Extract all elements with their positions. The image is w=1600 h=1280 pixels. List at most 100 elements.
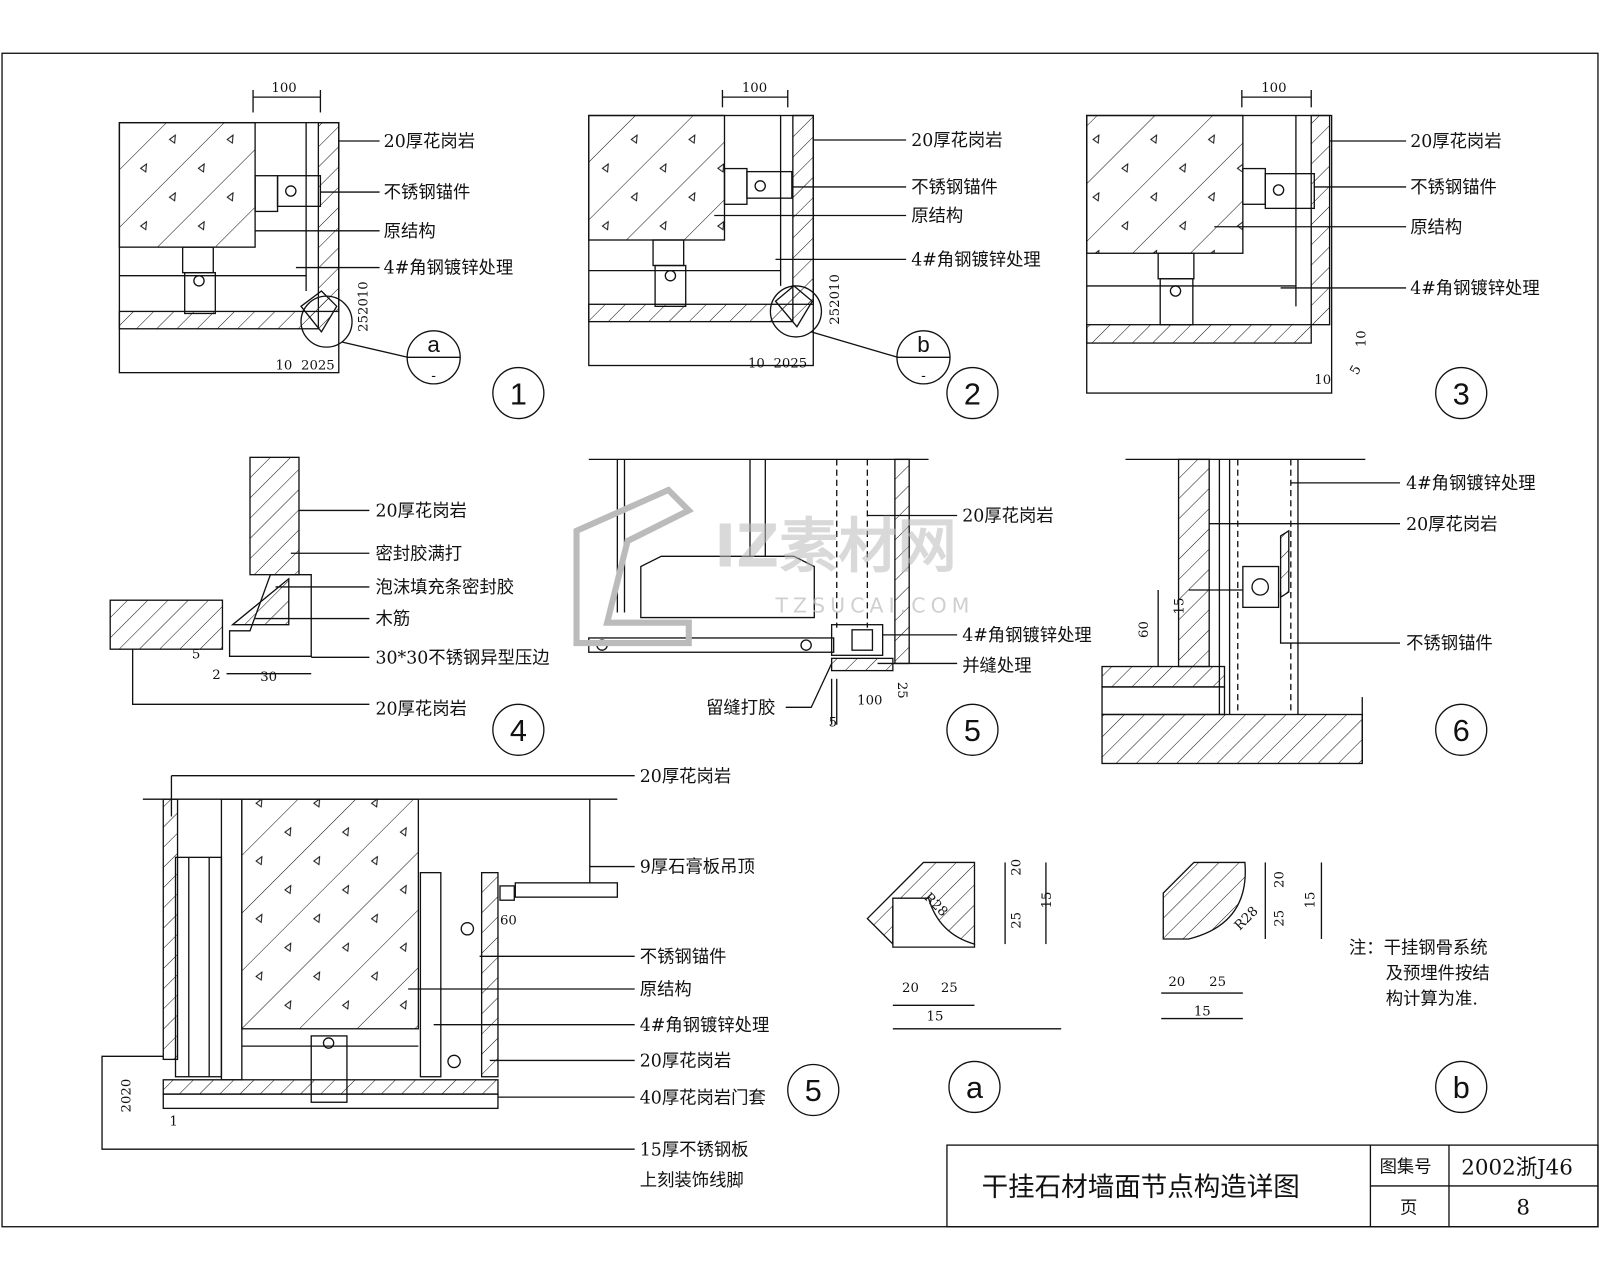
detail-number: 2: [964, 377, 981, 411]
dimension: 5: [1348, 363, 1365, 378]
note-line: 及预埋件按结: [1386, 964, 1490, 984]
dimension: 20: [1273, 871, 1288, 888]
detail-number: 1: [510, 377, 527, 411]
note-line: 构计算为准.: [1386, 989, 1478, 1009]
dimension: 15: [1173, 598, 1188, 615]
dimension: 20: [1168, 975, 1185, 990]
dimension: 10: [276, 359, 293, 374]
dimension: 15: [1040, 891, 1055, 908]
dimension: 5: [192, 647, 200, 662]
callout-label: 4#角钢镀锌处理: [1410, 279, 1540, 299]
callout-label: 4#角钢镀锌处理: [640, 1016, 770, 1036]
dimension: 20: [902, 981, 919, 996]
callout-label: 30*30不锈钢异型压边: [376, 648, 550, 668]
callout-label: 泡沫填充条密封胶: [376, 578, 515, 598]
callout-label: 20厚花岗岩: [640, 767, 731, 787]
callout-label: 不锈钢锚件: [640, 947, 727, 967]
dimension: 100: [1261, 81, 1286, 96]
dimension: 10: [1314, 373, 1331, 388]
callout-label: 不锈钢锚件: [1406, 634, 1493, 654]
page-label: 页: [1400, 1198, 1417, 1218]
drawing-title: 干挂石材墙面节点构造详图: [982, 1172, 1300, 1203]
watermark-text: IZ素材网: [714, 512, 956, 581]
detail-number: 4: [510, 714, 527, 748]
callout-label: 并缝处理: [962, 657, 1031, 677]
dimension: 10: [1354, 330, 1369, 347]
dimension: 100: [857, 693, 882, 708]
detail-ref: a: [427, 332, 440, 357]
dimension: 25: [1273, 910, 1288, 927]
detail-5-top: 20厚花岗岩 4#角钢镀锌处理 并缝处理 留缝打胶 100 25 5 5: [588, 458, 1092, 756]
dimension: 25: [1209, 975, 1226, 990]
dimension: 1: [169, 1115, 177, 1130]
dimension: 5: [829, 716, 837, 731]
detail-b: R28 20 25 15 20 25 15 b: [1161, 861, 1488, 1114]
detail-number: 6: [1453, 714, 1470, 748]
dimension: 30: [260, 670, 277, 685]
callout-label: 密封胶满打: [376, 544, 463, 564]
dimension: 2: [212, 668, 220, 683]
dimension: 10: [748, 357, 765, 372]
callout-label: 原结构: [1410, 218, 1462, 238]
original-structure: [118, 121, 256, 248]
callout-label: 20厚花岗岩: [962, 507, 1053, 527]
dimension: 60: [1137, 621, 1152, 638]
note: 注：干挂钢骨系统 及预埋件按结 构计算为准.: [1349, 938, 1490, 1009]
watermark-url: TZSUCAI.COM: [775, 593, 975, 617]
callout-label: 木筋: [376, 610, 411, 630]
detail-5-bottom: 20厚花岗岩 9厚石膏板吊顶 不锈钢锚件 原结构 4#角钢镀锌处理 20厚花岗岩…: [101, 767, 840, 1191]
dimension: 25: [894, 682, 909, 699]
callout-label: 不锈钢锚件: [911, 178, 998, 198]
page-number: 8: [1516, 1195, 1530, 1220]
callout-label: 上刻装饰线脚: [640, 1171, 744, 1191]
detail-6: 4#角钢镀锌处理 20厚花岗岩 不锈钢锚件 60 15 6: [1101, 458, 1536, 765]
callout-label: 原结构: [384, 222, 436, 242]
callout-label: 4#角钢镀锌处理: [384, 259, 514, 279]
callout-label: 20厚花岗岩: [911, 131, 1002, 151]
callout-label: 原结构: [911, 207, 963, 227]
atlas-number: 2002浙J46: [1461, 1156, 1573, 1181]
detail-number: a: [966, 1071, 984, 1105]
granite-panel: [317, 121, 340, 313]
dimension: 15: [1194, 1005, 1211, 1020]
dimension: 25: [1009, 912, 1024, 929]
dimension: 20: [1009, 859, 1024, 876]
detail-2: 100 10 2025 252010 20厚花岗岩 不锈钢锚件 原结构 4#角钢…: [588, 81, 1041, 420]
callout-label: 原结构: [640, 980, 692, 1000]
dimension: 2025: [773, 357, 807, 372]
callout-label: 20厚花岗岩: [640, 1052, 731, 1072]
callout-label: 20厚花岗岩: [384, 132, 475, 152]
dimension: 100: [742, 81, 767, 96]
dimension: 2020: [120, 1079, 135, 1113]
callout-label: 4#角钢镀锌处理: [962, 626, 1092, 646]
callout-label: 40厚花岗岩门套: [640, 1088, 766, 1108]
dimension: 15: [927, 1010, 944, 1025]
note-line: 注：干挂钢骨系统: [1349, 938, 1488, 958]
callout-label: 20厚花岗岩: [376, 502, 467, 522]
callout-label: 不锈钢锚件: [384, 183, 471, 203]
sheet-border: [1, 52, 1599, 1228]
atlas-label: 图集号: [1380, 1158, 1432, 1178]
callout-label: 9厚石膏板吊顶: [640, 857, 755, 878]
detail-a: R28 20 25 15 20 25 15 a: [866, 859, 1062, 1114]
dimension: 252010: [356, 281, 371, 332]
callout-label: 4#角钢镀锌处理: [1406, 474, 1536, 494]
watermark: IZ素材网 TZSUCAI.COM: [573, 486, 975, 647]
dimension: 60: [500, 914, 517, 929]
detail-number: b: [1453, 1071, 1470, 1105]
detail-1: 100 10 2025 252010 20厚花岗岩 不锈钢锚件 原结构 4#角钢…: [118, 81, 545, 420]
dimension: 100: [271, 81, 296, 96]
detail-3: 100 10 10 5 20厚花岗岩 不锈钢锚件 原结构 4#角钢镀锌处理 3: [1086, 81, 1540, 420]
callout-label: 15厚不锈钢板: [640, 1140, 749, 1160]
granite-panel: [118, 310, 320, 330]
detail-4: 30 2 5 20厚花岗岩 密封胶满打 泡沫填充条密封胶 木筋 30*30不锈钢…: [109, 456, 550, 756]
callout-label: 20厚花岗岩: [1406, 515, 1497, 535]
detail-number: 3: [1453, 377, 1470, 411]
original-structure: [241, 798, 420, 1030]
title-block: 干挂石材墙面节点构造详图 图集号 2002浙J46 页 8: [946, 1144, 1599, 1228]
detail-ref-sub: -: [921, 368, 926, 384]
dimension: 2025: [301, 359, 335, 374]
detail-number: 5: [964, 714, 981, 748]
dimension: 25: [941, 981, 958, 996]
